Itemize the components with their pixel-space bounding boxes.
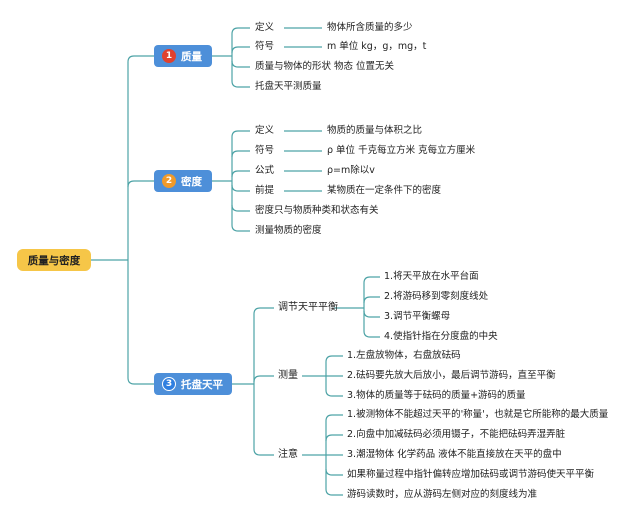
connector-line-6 <box>231 27 250 35</box>
leaf-density-premise[interactable]: 前提 <box>255 185 275 196</box>
connector-line-32 <box>363 296 380 304</box>
branch-mass-label: 质量 <box>181 50 202 63</box>
connector-line-1 <box>127 55 154 63</box>
connector-line-14 <box>231 130 250 138</box>
leaf-mass-symbol[interactable]: 符号 <box>255 41 275 52</box>
leaf-mass-invariance[interactable]: 质量与物体的形状 物态 位置无关 <box>255 61 395 72</box>
leaf-density-measure[interactable]: 测量物质的密度 <box>255 225 322 236</box>
connector-line-15 <box>231 150 250 158</box>
leaf-density-dependence[interactable]: 密度只与物质种类和状态有关 <box>255 205 379 216</box>
leaf-mass-definition-value[interactable]: 物体所含质量的多少 <box>327 22 413 33</box>
leaf-note-4[interactable]: 如果称量过程中指针偏转应增加砝码或调节游码使天平平衡 <box>347 469 595 480</box>
leaf-mass-symbol-value[interactable]: m 单位 kg，g，mg，t <box>327 41 427 52</box>
connector-line-9 <box>231 80 250 88</box>
leaf-note-3[interactable]: 3.潮湿物体 化学药品 液体不能直接放在天平的盘中 <box>347 449 562 460</box>
connector-line-16 <box>231 170 250 178</box>
leaf-adjust-1[interactable]: 1.将天平放在水平台面 <box>384 271 479 282</box>
connector-line-37 <box>325 355 343 363</box>
connector-line-34 <box>363 330 380 338</box>
leaf-adjust-4[interactable]: 4.使指针指在分度盘的中央 <box>384 331 498 342</box>
number-3-icon: 3 <box>162 377 176 391</box>
connector-line-2 <box>127 180 154 188</box>
number-1-icon: 1 <box>162 49 176 63</box>
root-node[interactable]: 质量与密度 <box>17 249 91 271</box>
number-2-icon: 2 <box>162 174 176 188</box>
sub-notes[interactable]: 注意 <box>278 449 298 460</box>
root-label: 质量与密度 <box>27 254 81 267</box>
leaf-density-symbol[interactable]: 符号 <box>255 145 275 156</box>
connector-line-7 <box>231 46 250 54</box>
leaf-measure-2[interactable]: 2.砝码要先放大后放小，最后调节游码，直至平衡 <box>347 370 556 381</box>
leaf-measure-3[interactable]: 3.物体的质量等于砝码的质量+游码的质量 <box>347 390 526 401</box>
leaf-note-1[interactable]: 1.被测物体不能超过天平的'称量'，也就是它所能称的最大质量 <box>347 409 609 420</box>
connector-line-8 <box>231 60 250 68</box>
connector-line-43 <box>325 434 343 442</box>
leaf-density-formula[interactable]: 公式 <box>255 165 275 176</box>
connector-line-19 <box>231 224 250 232</box>
leaf-density-definition[interactable]: 定义 <box>255 125 275 136</box>
connector-line-3 <box>127 377 154 385</box>
leaf-density-formula-value[interactable]: ρ=m除以v <box>327 165 375 176</box>
leaf-density-definition-value[interactable]: 物质的质量与体积之比 <box>327 125 423 136</box>
branch-density-label: 密度 <box>181 175 202 188</box>
branch-mass[interactable]: 1 质量 <box>154 45 212 67</box>
connector-line-46 <box>325 488 343 496</box>
connector-line-28 <box>253 448 274 456</box>
connector-line-26 <box>253 307 274 315</box>
leaf-mass-definition[interactable]: 定义 <box>255 22 275 33</box>
connector-line-27 <box>253 375 274 383</box>
leaf-density-symbol-value[interactable]: ρ 单位 千克每立方米 克每立方厘米 <box>327 145 476 156</box>
leaf-adjust-3[interactable]: 3.调节平衡螺母 <box>384 311 451 322</box>
branch-density[interactable]: 2 密度 <box>154 170 212 192</box>
leaf-density-premise-value[interactable]: 某物质在一定条件下的密度 <box>327 185 442 196</box>
connector-line-31 <box>363 276 380 284</box>
sub-adjust-balance[interactable]: 调节天平平衡 <box>278 302 338 313</box>
leaf-adjust-2[interactable]: 2.将游码移到零刻度线处 <box>384 291 489 302</box>
leaf-note-5[interactable]: 游码读数时，应从游码左侧对应的刻度线为准 <box>347 489 538 500</box>
leaf-mass-balance[interactable]: 托盘天平测质量 <box>255 81 322 92</box>
sub-measure[interactable]: 测量 <box>278 370 298 381</box>
connector-line-18 <box>231 204 250 212</box>
connector-line-17 <box>231 184 250 192</box>
branch-balance[interactable]: 3 托盘天平 <box>154 373 232 395</box>
connector-line-33 <box>363 310 380 318</box>
leaf-note-2[interactable]: 2.向盘中加减砝码必须用镊子，不能把砝码弄湿弄脏 <box>347 429 566 440</box>
connector-line-39 <box>325 389 343 397</box>
connector-line-42 <box>325 414 343 422</box>
leaf-measure-1[interactable]: 1.左盘放物体，右盘放砝码 <box>347 350 461 361</box>
branch-balance-label: 托盘天平 <box>181 378 223 391</box>
connector-line-45 <box>325 468 343 476</box>
